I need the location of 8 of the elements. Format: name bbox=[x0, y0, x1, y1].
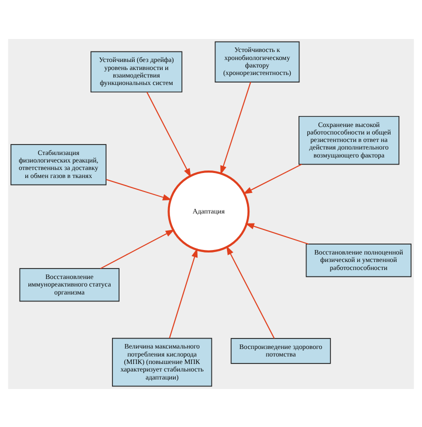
arrow bbox=[169, 248, 198, 338]
arrow bbox=[226, 245, 275, 338]
arrow bbox=[146, 91, 191, 177]
arrow bbox=[106, 178, 172, 200]
arrow bbox=[220, 81, 252, 174]
arrow bbox=[245, 222, 309, 244]
arrow bbox=[100, 228, 175, 268]
arrow bbox=[243, 163, 302, 194]
